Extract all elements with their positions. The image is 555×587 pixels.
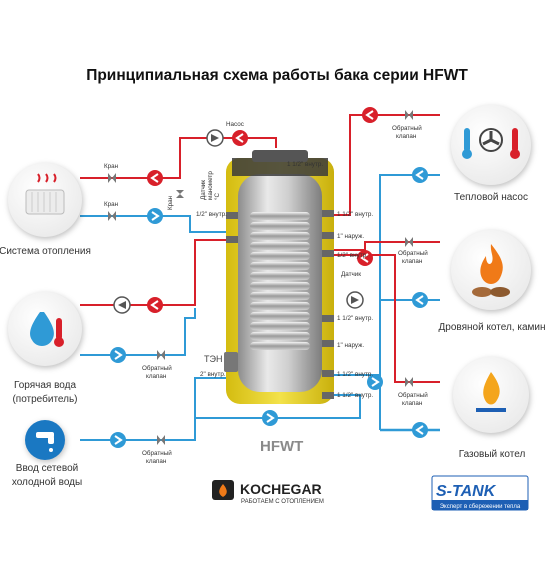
wood-boiler-label: Дровяной котел, камин	[438, 322, 545, 333]
check-valve-2a: Обратный	[398, 249, 428, 257]
tap-icon	[36, 432, 54, 452]
check-valve-3b: клапан	[402, 400, 423, 407]
fan-icon	[479, 128, 503, 152]
gas-boiler-node	[453, 357, 529, 433]
heatpump-return-pipe	[333, 174, 440, 376]
gas-flame-icon	[483, 372, 500, 405]
tc-label: °C	[213, 192, 221, 200]
heating-supply-pipe	[80, 137, 277, 179]
fitting-r5: 1" наруж.	[337, 342, 364, 349]
sensor-manometer-label-2: манометр	[207, 171, 214, 200]
radiator-icon	[25, 173, 65, 215]
fitting-r2: 1" наруж.	[337, 233, 364, 240]
flow-arrows	[110, 107, 428, 448]
diagram-title: Принципиальная схема работы бака серии H…	[86, 67, 468, 84]
water-drop-icon	[30, 312, 54, 346]
check-valve-1a: Обратный	[392, 124, 422, 132]
tank-model-label: HFWT	[260, 438, 303, 455]
valve-label-1: Кран	[104, 163, 119, 170]
recirc-pipe	[80, 308, 196, 356]
gas-boiler-label: Газовый котел	[459, 449, 526, 460]
heating-return-pipe	[80, 215, 226, 233]
check-valve-5b: клапан	[146, 458, 167, 465]
left-half-fitting: 1/2" внутр.	[196, 211, 227, 218]
valve-label-2: Кран	[104, 201, 119, 208]
check-valve-4b: клапан	[146, 373, 167, 380]
heater-element	[224, 352, 238, 372]
heat-pump-label: Тепловой насос	[454, 192, 528, 203]
wood-supply-pipe	[333, 241, 440, 251]
hot-water-label-1: Горячая вода	[14, 380, 77, 391]
kochegar-tagline: РАБОТАЕМ С ОТОПЛЕНИЕМ	[241, 499, 324, 505]
heatpump-supply-pipe	[333, 114, 440, 216]
cold-water-node	[25, 420, 65, 460]
heating-system-label: Система отопления	[0, 246, 91, 257]
hot-water-label-2: (потребитель)	[12, 393, 77, 405]
heater-label: ТЭН	[204, 354, 222, 364]
thermometer-icon	[56, 318, 62, 340]
fitting-r6: 1 1/2" внутр.	[337, 371, 373, 378]
check-valve-2b: клапан	[402, 258, 423, 265]
top-fitting: 1 1/2" внутр.	[287, 161, 323, 168]
valves	[108, 110, 413, 445]
stank-logo: S-TANK Эксперт в сбережении тепла	[431, 475, 529, 511]
tank	[224, 150, 334, 404]
cold-water-label-2: холодной воды	[12, 477, 82, 488]
pumps	[113, 129, 364, 314]
fitting-r3: 1/2" внутр.	[337, 252, 368, 259]
sensor-manometer-label: Датчик	[200, 180, 207, 200]
hot-thermometer-icon	[512, 128, 518, 152]
heating-system-node	[8, 163, 82, 237]
heater-size-label: 2" внутр.	[200, 371, 226, 378]
kochegar-logo: KOCHEGAR РАБОТАЕМ С ОТОПЛЕНИЕМ	[212, 480, 324, 505]
fire-icon	[480, 244, 503, 284]
hot-water-pipe	[80, 239, 226, 306]
check-valve-5a: Обратный	[142, 449, 172, 457]
heat-pump-node	[451, 105, 531, 185]
fitting-r1: 1 1/2" внутр.	[337, 211, 373, 218]
cold-water-label-1: Ввод сетевой	[16, 463, 78, 474]
cold-water-pipe	[80, 377, 226, 441]
stank-wordmark: S-TANK	[436, 483, 497, 500]
stank-tagline: Эксперт в сбережении тепла	[440, 504, 521, 510]
fitting-r7: 1 1/2" внутр.	[337, 392, 373, 399]
heat-exchanger-coil	[250, 212, 310, 350]
check-valve-4a: Обратный	[142, 364, 172, 372]
check-valve-3a: Обратный	[398, 391, 428, 399]
pump-label: Насос	[226, 121, 244, 128]
cold-thermometer-icon	[464, 128, 470, 152]
fitting-r4: 1 1/2" внутр.	[337, 315, 373, 322]
kochegar-wordmark: KOCHEGAR	[240, 481, 322, 497]
check-valve-1b: клапан	[396, 133, 417, 140]
sensor-label: Датчик	[341, 271, 361, 278]
valve-label-vertical: Кран	[167, 195, 174, 210]
wood-boiler-node	[451, 230, 531, 310]
hot-water-node	[8, 292, 82, 366]
